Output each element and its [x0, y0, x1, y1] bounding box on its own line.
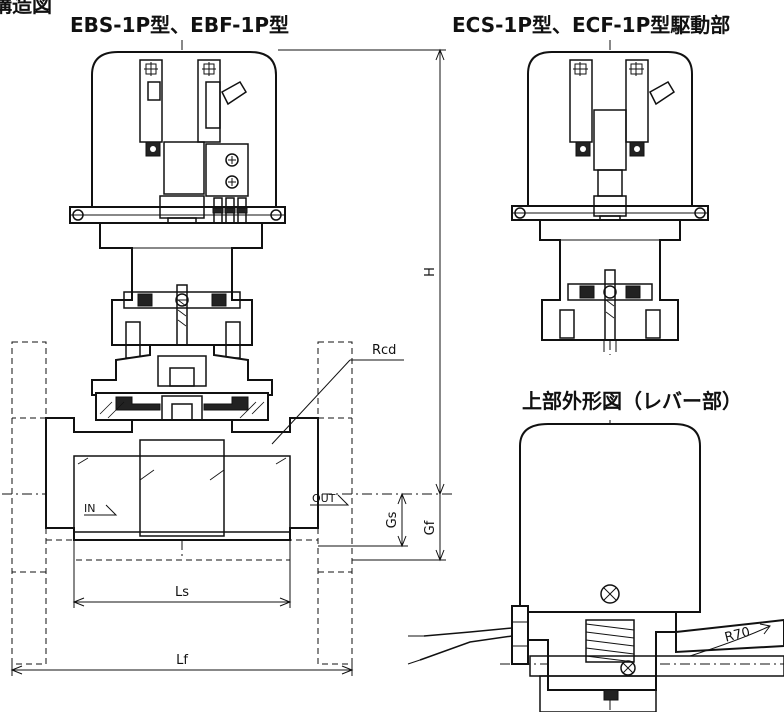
- lever-cover: [519, 423, 701, 613]
- lever-view: R70: [407, 420, 784, 712]
- dim-rcd: Rcd: [372, 343, 396, 358]
- corner-title: 構造図: [0, 0, 52, 17]
- dim-r70: R70: [723, 625, 751, 646]
- yoke: [99, 222, 263, 346]
- outlet-label: OUT: [312, 492, 336, 505]
- lever-title: 上部外形図（レバー部）: [522, 389, 742, 413]
- actuator-cover: [91, 51, 277, 214]
- dim-lf: Lf: [176, 653, 188, 668]
- lever-arm: [675, 618, 784, 654]
- left-flange-phantom: [11, 341, 47, 665]
- actuator-cover-2: [527, 51, 693, 213]
- actuator-view: [511, 40, 709, 355]
- main-valve-view: IN OUT Rcd H Gs Gf Ls: [2, 40, 455, 676]
- dim-gs: Gs: [385, 511, 400, 528]
- valve-body: [45, 417, 319, 541]
- main-title: EBS-1P型、EBF-1P型: [70, 13, 289, 37]
- inlet-label: IN: [84, 502, 95, 515]
- right-title: ECS-1P型、ECF-1P型駆動部: [452, 13, 730, 37]
- dim-gf: Gf: [423, 520, 438, 535]
- diaphragm-housing: [91, 344, 273, 396]
- dim-ls: Ls: [175, 585, 189, 600]
- yoke-2: [539, 219, 681, 341]
- dim-h: H: [423, 267, 438, 277]
